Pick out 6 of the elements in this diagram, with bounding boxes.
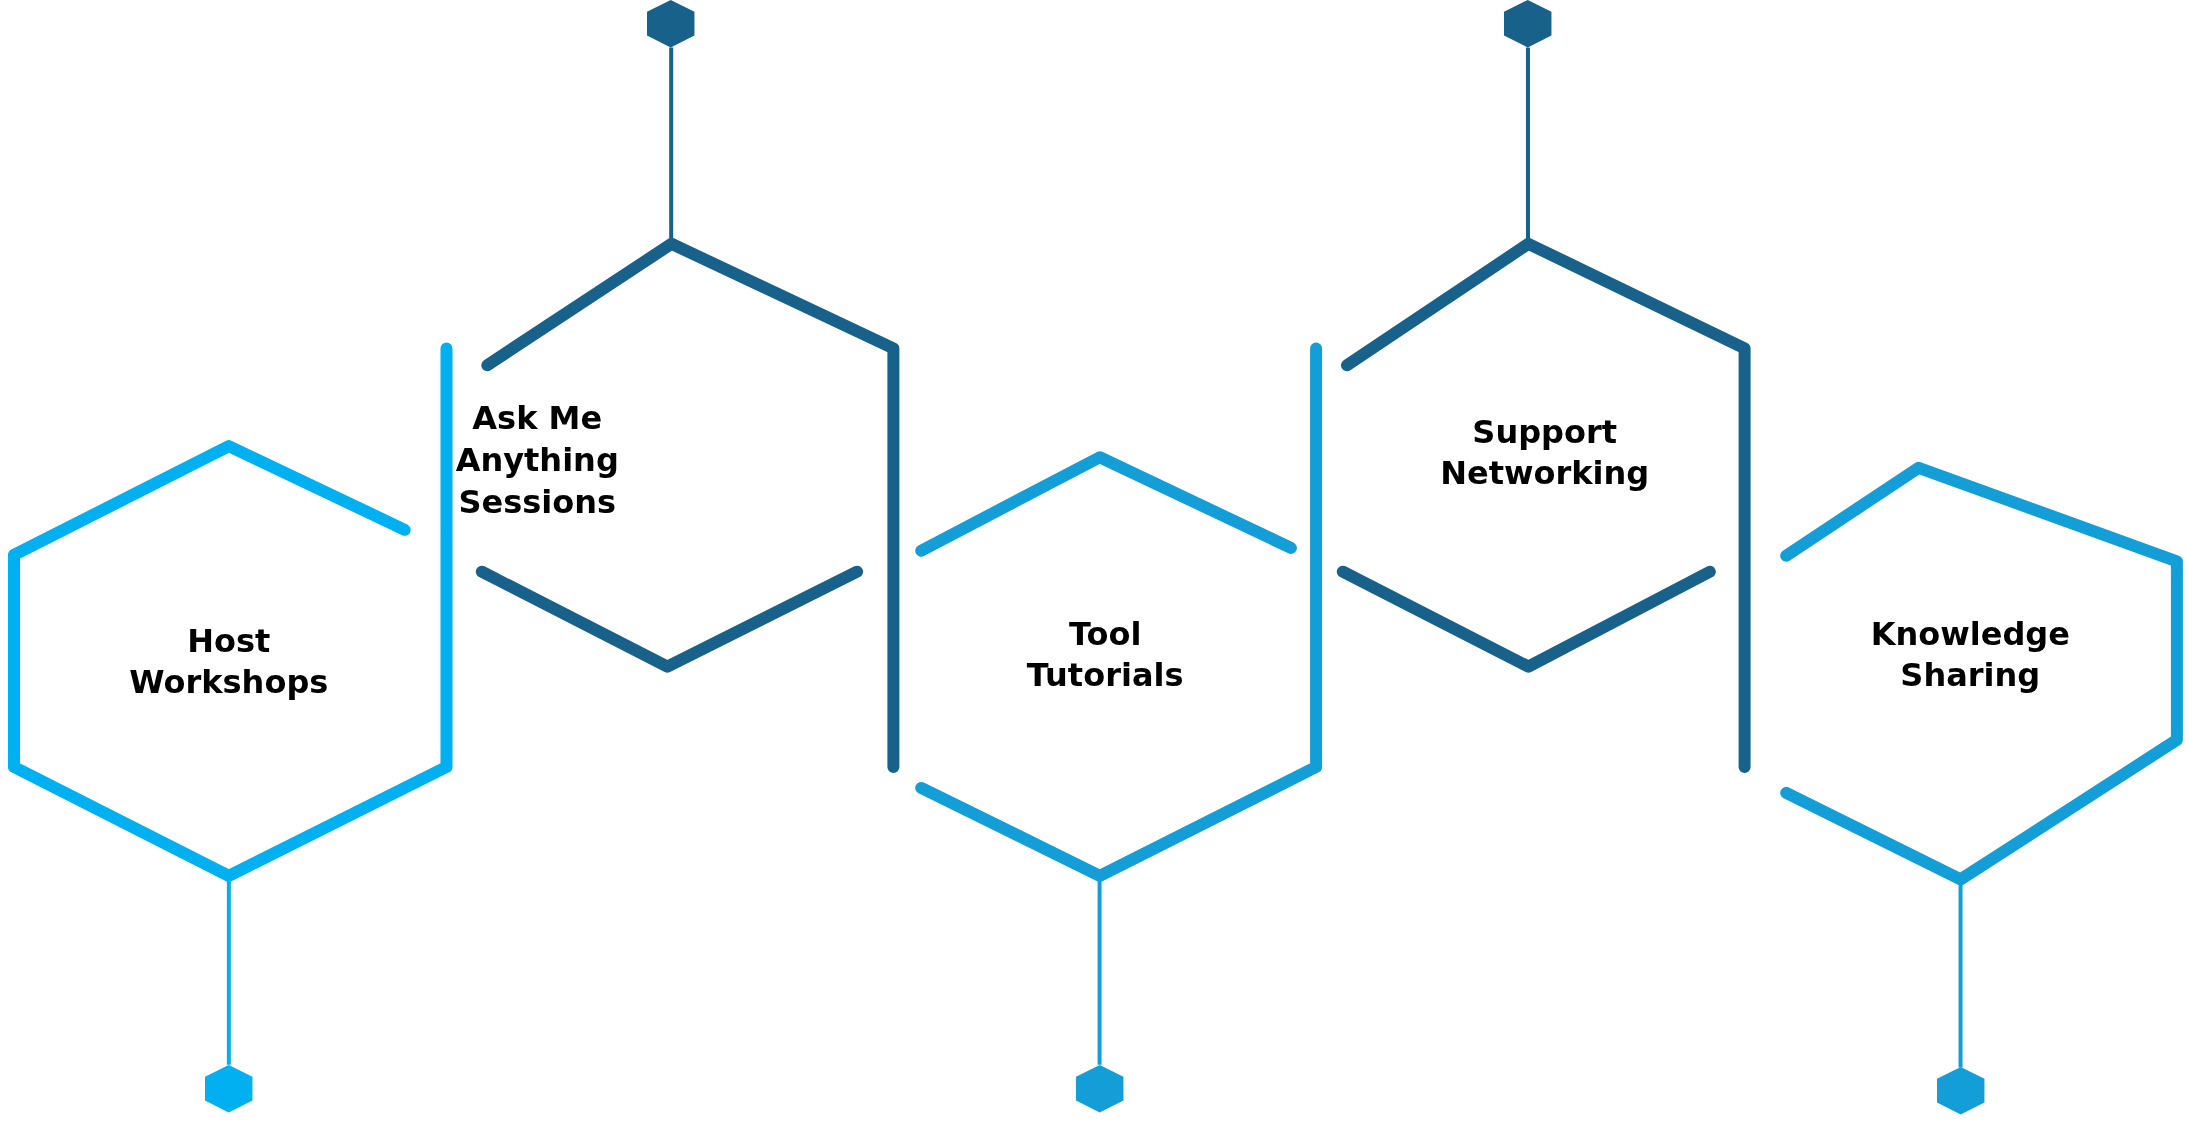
connector-line bbox=[226, 879, 231, 1065]
hexagon-label: Host Workshops bbox=[128, 621, 330, 704]
hexagon-label: Support Networking bbox=[1439, 411, 1651, 495]
hexagon-label: Knowledge Sharing bbox=[1869, 614, 2071, 697]
hexagon-label: Ask Me Anything Sessions bbox=[454, 398, 620, 523]
hexagon-label: Tool Tutorials bbox=[1025, 614, 1185, 697]
